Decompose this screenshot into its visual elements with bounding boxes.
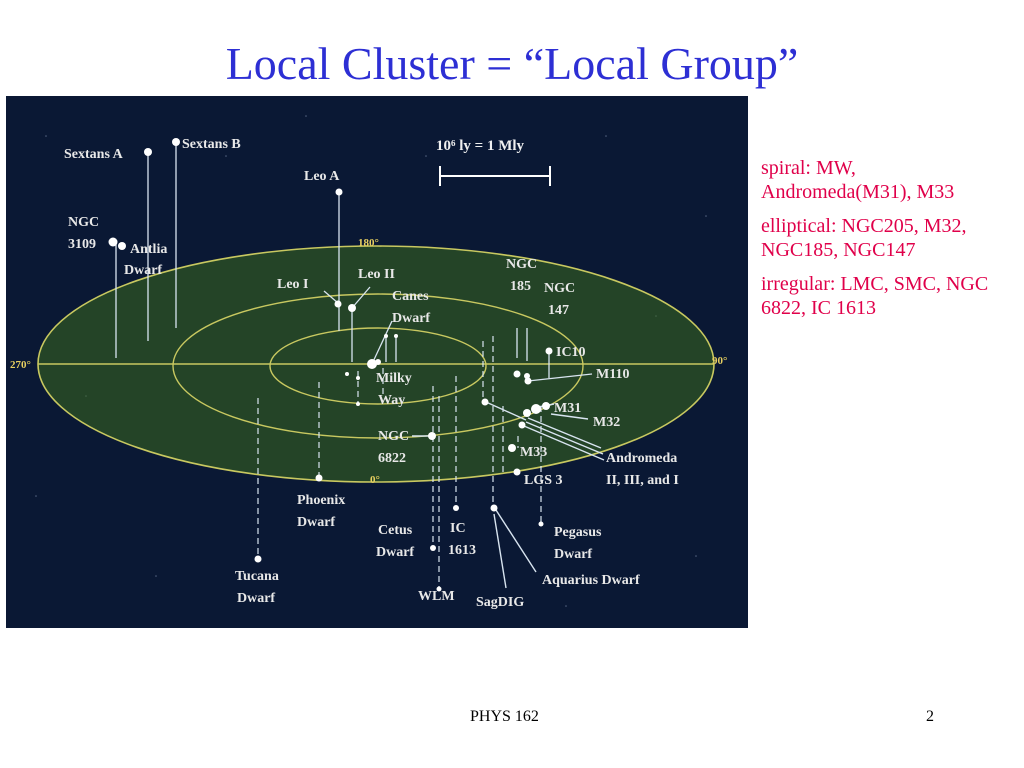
ngc185-label-line2: 185	[510, 279, 531, 294]
ic1613-label-line1: IC	[450, 521, 466, 536]
andromeda-dwarfs-dot	[518, 421, 526, 429]
galaxy-stems-below	[257, 336, 542, 589]
ngc147-dot	[524, 373, 530, 379]
m31-label: M31	[554, 401, 581, 416]
ngc3109-label-line1: NGC	[68, 215, 99, 230]
note-spiral: spiral: MW, Andromeda(M31), M33	[761, 157, 955, 203]
antlia-label-line2: Dwarf	[124, 263, 162, 278]
wlm-dot	[436, 586, 442, 592]
milky-way-dot	[367, 359, 377, 369]
m32-label: M32	[593, 415, 620, 430]
note-irregular: irregular: LMC, SMC, NGC 6822, IC 1613	[761, 273, 989, 319]
wlm-label: WLM	[418, 589, 455, 604]
tucana-label-line2: Dwarf	[237, 591, 275, 606]
ngc6822-label-line1: NGC	[378, 429, 409, 444]
ngc185-label-line1: NGC	[506, 257, 537, 272]
leo-a-label: Leo A	[304, 169, 340, 184]
local-group-diagram: 180° 270° 90° 0° 10⁶ ly = 1 Mly	[6, 96, 748, 628]
leo-i-label: Leo I	[277, 277, 309, 292]
antlia-dot	[118, 242, 126, 250]
lgs3-dot	[513, 468, 521, 476]
cetus-dot	[430, 545, 436, 551]
tucana-dot	[254, 555, 262, 563]
m33-label: M33	[520, 445, 547, 460]
m110-label: M110	[596, 367, 629, 382]
phoenix-label-line1: Phoenix	[297, 493, 345, 508]
scale-bar: 10⁶ ly = 1 Mly	[436, 138, 551, 186]
sextans-a-dot	[144, 148, 152, 156]
degree-90-label: 90°	[712, 355, 727, 367]
m110-dot	[524, 377, 532, 385]
page-number: 2	[926, 708, 934, 725]
andromeda-label-line2: II, III, and I	[606, 473, 679, 488]
ngc3109-dot	[108, 237, 118, 247]
ngc185-dot	[513, 370, 521, 378]
galaxy-stems-above	[115, 142, 593, 382]
footer-course: PHYS 162	[470, 708, 539, 725]
cetus-label-line2: Dwarf	[376, 545, 414, 560]
ngc6822-label-line2: 6822	[378, 451, 406, 466]
leo-ii-label: Leo II	[358, 267, 395, 282]
sagdig-label: SagDIG	[476, 595, 524, 610]
m32-dot	[523, 409, 531, 417]
note-elliptical: elliptical: NGC205, M32, NGC185, NGC147	[761, 215, 967, 261]
andromeda-label-line1: Andromeda	[606, 451, 677, 466]
ngc3109-label-line2: 3109	[68, 237, 96, 252]
ngc6822-dot	[428, 432, 436, 440]
middle-ring	[172, 293, 584, 439]
pegasus-label-line2: Dwarf	[554, 547, 592, 562]
sextans-b-dot	[172, 138, 180, 146]
aquarius-label: Aquarius Dwarf	[542, 573, 640, 588]
galaxy-dots	[108, 138, 553, 592]
pegasus-dot	[538, 521, 544, 527]
ic10-dot	[545, 347, 553, 355]
m31-dot	[531, 404, 541, 414]
m33-dot	[508, 444, 516, 452]
sagdig-dot	[490, 504, 498, 512]
ic1613-dot	[453, 505, 459, 511]
sextans-a-label: Sextans A	[64, 147, 124, 162]
ngc147-label-line1: NGC	[544, 281, 575, 296]
degree-180-label: 180°	[358, 237, 379, 249]
slide-title: Local Cluster = “Local Group”	[225, 38, 799, 89]
sextans-b-label: Sextans B	[182, 137, 241, 152]
canes-label-line2: Dwarf	[392, 311, 430, 326]
degree-270-label: 270°	[10, 359, 31, 371]
phoenix-label-line2: Dwarf	[297, 515, 335, 530]
leo-a-dot	[335, 188, 343, 196]
milky-way-label-line1: Milky	[376, 371, 412, 386]
cetus-label-line1: Cetus	[378, 523, 413, 538]
ic10-label: IC10	[556, 345, 586, 360]
pointer-lines	[412, 401, 605, 589]
degree-0-label: 0°	[370, 474, 380, 486]
milky-way-label-line2: Way	[378, 393, 405, 408]
ic1613-label-line2: 1613	[448, 543, 476, 558]
galaxy-type-notes: spiral: MW, Andromeda(M31), M33 elliptic…	[761, 156, 991, 330]
pegasus-label-line1: Pegasus	[554, 525, 602, 540]
tucana-label-line1: Tucana	[235, 569, 279, 584]
lgs3-label: LGS 3	[524, 473, 563, 488]
phoenix-dot	[315, 474, 323, 482]
leo-ii-dot	[348, 304, 356, 312]
leo-i-dot	[334, 300, 342, 308]
canes-label-line1: Canes	[392, 289, 429, 304]
scale-label: 10⁶ ly = 1 Mly	[436, 138, 525, 154]
local-group-map: 180° 270° 90° 0° 10⁶ ly = 1 Mly	[10, 115, 727, 610]
inner-ring	[269, 327, 487, 405]
antlia-label-line1: Antlia	[130, 242, 167, 257]
ngc147-label-line2: 147	[548, 303, 569, 318]
